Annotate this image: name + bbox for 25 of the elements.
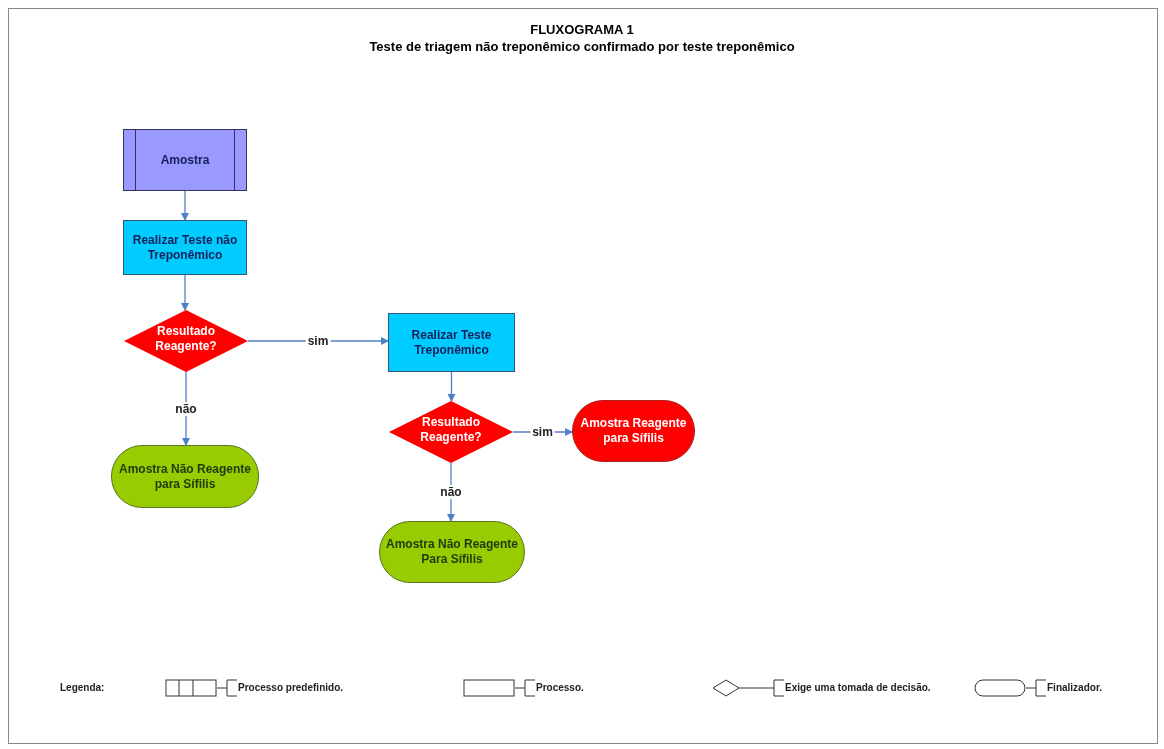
title: FLUXOGRAMA 1 — [529, 21, 635, 39]
arrow — [181, 274, 189, 311]
edge-label: não — [438, 485, 464, 499]
legend-heading: Legenda: — [60, 681, 105, 695]
legend-text: Processo. — [536, 681, 584, 695]
node-text: Amostra Reagente para Sífilis — [579, 416, 688, 446]
process-box — [388, 313, 515, 372]
node-text: Resultado Reagente? — [154, 324, 218, 354]
arrow — [181, 190, 189, 221]
node-text: Realizar Teste Treponêmico — [410, 327, 493, 358]
predefined-process-box — [123, 129, 247, 191]
node-text: Realizar Teste não Treponêmico — [131, 232, 239, 263]
legend-text: Processo predefinido. — [238, 681, 344, 695]
legend-text: Exige uma tomada de decisão. — [785, 681, 931, 695]
node-text: Amostra Não Reagente Para Sífilis — [384, 537, 519, 567]
edge-label: sim — [305, 334, 331, 348]
subtitle: Teste de triagem não treponêmico confirmado por teste treponêmico — [368, 38, 796, 56]
node-text: Amostra — [159, 152, 211, 168]
legend-text: Finalizador. — [1047, 681, 1102, 695]
edge-label: não — [173, 401, 199, 416]
node-text: Amostra Não Reagente para Sífilis — [117, 461, 252, 492]
edge-label: sim — [530, 425, 555, 439]
node-text: Resultado Reagente? — [419, 415, 483, 445]
arrow — [447, 371, 456, 402]
process-box — [123, 220, 247, 275]
